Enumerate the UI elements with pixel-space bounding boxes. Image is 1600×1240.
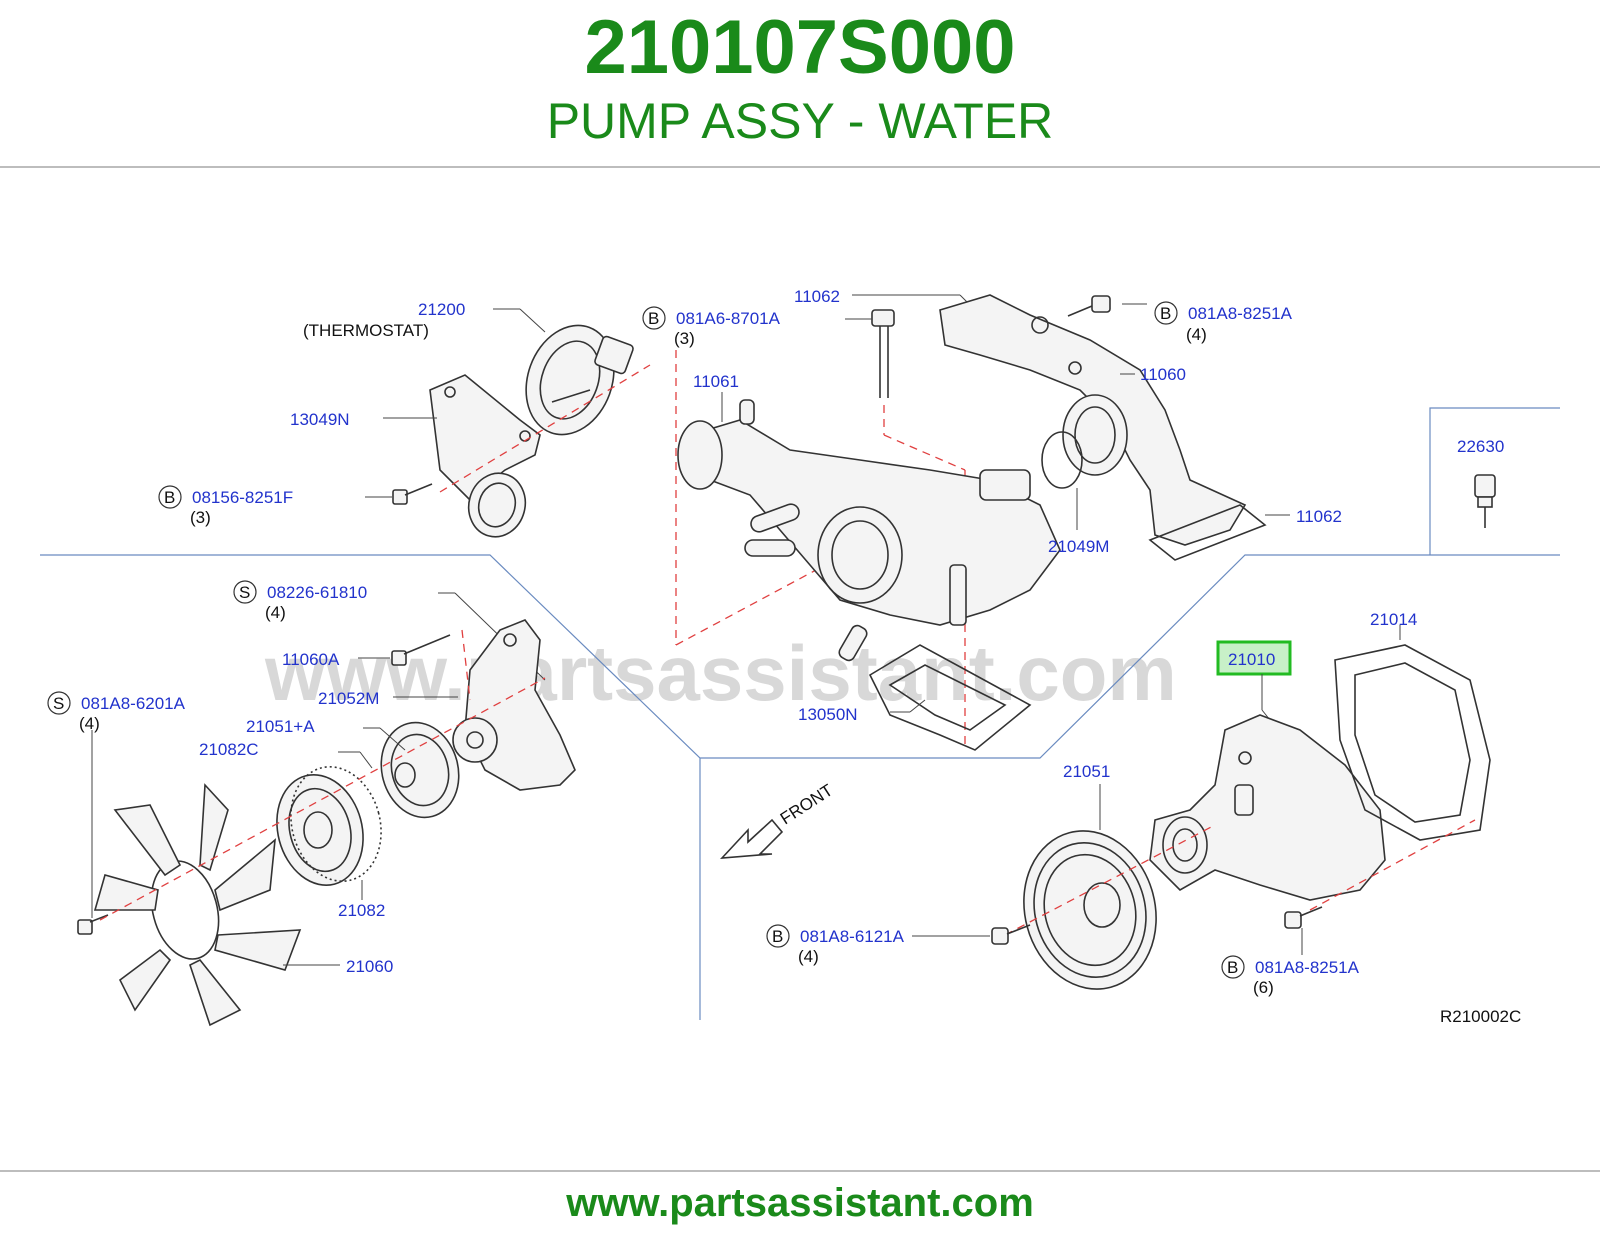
label-11062-top[interactable]: 11062: [794, 287, 840, 306]
label-08226-qty: (4): [265, 603, 286, 622]
label-081a6-8701a[interactable]: 081A6-8701A: [676, 309, 781, 328]
label-21010[interactable]: 21010: [1228, 650, 1275, 669]
section-frames: [40, 407, 1560, 1020]
callout-b-circle: [1154, 301, 1178, 325]
header-divider: [0, 166, 1600, 168]
label-081a8-8251a-bot-qty: (6): [1253, 978, 1274, 997]
label-081a8-top-qty: (4): [1186, 325, 1207, 344]
front-label: FRONT: [777, 781, 836, 829]
bolt-081a8-top-part[interactable]: [1067, 295, 1111, 317]
front-arrow-icon: [720, 818, 784, 859]
o-ring-part[interactable]: [1041, 431, 1083, 489]
label-13050n[interactable]: 13050N: [798, 705, 858, 724]
label-21014[interactable]: 21014: [1370, 610, 1417, 629]
page-header: 210107S000 PUMP ASSY - WATER: [0, 0, 1600, 168]
label-081a8-8251a-top[interactable]: 081A8-8251A: [1188, 304, 1293, 323]
fan-drive-assembly: S 08226-61810 (4) 11060A 21052M 21051+A: [47, 580, 576, 1027]
label-21060[interactable]: 21060: [346, 957, 393, 976]
diagram-ref-code: R210002C: [1440, 1007, 1521, 1026]
label-21052m[interactable]: 21052M: [318, 689, 379, 708]
label-21082[interactable]: 21082: [338, 901, 385, 920]
callout-s-letter: S: [53, 694, 64, 713]
label-21051[interactable]: 21051: [1063, 762, 1110, 781]
label-081a8-8251a-bot[interactable]: 081A8-8251A: [1255, 958, 1360, 977]
label-08226-61810[interactable]: 08226-61810: [267, 583, 367, 602]
label-21051-a[interactable]: 21051+A: [246, 717, 315, 736]
part-number-title: 210107S000: [584, 5, 1016, 90]
callout-b-letter: B: [1227, 958, 1238, 977]
parts-diagram: www.partsassistant.com 21200 (THERMOST: [40, 287, 1560, 1027]
highlight-box: [1216, 640, 1292, 676]
label-21049m[interactable]: 21049M: [1048, 537, 1109, 556]
thermostat-housing-part[interactable]: [429, 374, 541, 543]
label-08156-8251f[interactable]: 08156-8251F: [192, 488, 293, 507]
label-081a8-6201a-qty: (4): [79, 714, 100, 733]
label-11060a[interactable]: 11060A: [282, 650, 340, 669]
temperature-sensor-part[interactable]: [1474, 474, 1496, 528]
gasket-13050n-part[interactable]: [868, 644, 1032, 751]
watermark: www.partsassistant.com: [264, 629, 1177, 717]
label-08156-qty: (3): [190, 508, 211, 527]
label-13049n[interactable]: 13049N: [290, 410, 350, 429]
label-21200[interactable]: 21200: [418, 300, 465, 319]
label-11060[interactable]: 11060: [1140, 365, 1186, 384]
cooling-fan-part[interactable]: [93, 783, 302, 1027]
long-bolt-part[interactable]: [871, 309, 895, 398]
callout-b-letter: B: [164, 488, 175, 507]
callout-s-circle: [47, 691, 71, 715]
pump-body-bolt-part[interactable]: [1284, 906, 1323, 929]
label-11062-right[interactable]: 11062: [1296, 507, 1342, 526]
label-21082c[interactable]: 21082C: [199, 740, 259, 759]
housing-bolt-part[interactable]: [392, 483, 433, 505]
front-direction-indicator: FRONT: [720, 781, 836, 859]
callout-b-letter: B: [648, 309, 659, 328]
label-081a8-6121a[interactable]: 081A8-6121A: [800, 927, 905, 946]
label-081a8-6121a-qty: (4): [798, 947, 819, 966]
water-outlet-housing-part[interactable]: [677, 399, 1061, 663]
pump-pulley-bolt-part[interactable]: [991, 924, 1031, 945]
label-081a8-6201a[interactable]: 081A8-6201A: [81, 694, 186, 713]
pulley-21051-part[interactable]: [1007, 816, 1174, 1004]
water-pump-body-part[interactable]: [1149, 714, 1386, 901]
label-22630[interactable]: 22630: [1457, 437, 1504, 456]
label-thermostat: (THERMOSTAT): [303, 321, 429, 340]
temperature-sensor-assembly: 22630: [1457, 437, 1504, 528]
bolt-11060a-part[interactable]: [391, 634, 451, 666]
water-pump-assembly: 21010 21014 21051: [766, 610, 1491, 1004]
water-inlet-pipe-part[interactable]: [939, 294, 1247, 546]
part-name-subtitle: PUMP ASSY - WATER: [546, 93, 1054, 149]
fan-coupling-part[interactable]: [265, 757, 394, 895]
gasket-21014-part[interactable]: [1334, 644, 1491, 841]
callout-s-letter: S: [239, 583, 250, 602]
water-outlet-assembly: B 081A6-8701A (3) 11062 11061: [642, 287, 1342, 751]
footer-url-link[interactable]: www.partsassistant.com: [566, 1181, 1034, 1225]
thermostat-assembly: 21200 (THERMOSTAT) 13049N B 08156-8251F …: [158, 300, 651, 543]
idler-bracket-part[interactable]: [452, 619, 576, 791]
fan-bolt-part[interactable]: [77, 914, 109, 935]
footer-divider: [0, 1170, 1600, 1172]
callout-b-circle: [766, 924, 790, 948]
gasket-11062-part[interactable]: [1148, 504, 1267, 561]
callout-b-circle: [1221, 955, 1245, 979]
callout-b-circle: [642, 306, 666, 330]
callout-b-letter: B: [1160, 304, 1171, 323]
callout-b-circle: [158, 485, 182, 509]
callout-b-letter: B: [772, 927, 783, 946]
label-11061[interactable]: 11061: [693, 372, 739, 391]
thermostat-part[interactable]: [511, 313, 634, 447]
label-081a6-qty: (3): [674, 329, 695, 348]
callout-s-circle: [233, 580, 257, 604]
